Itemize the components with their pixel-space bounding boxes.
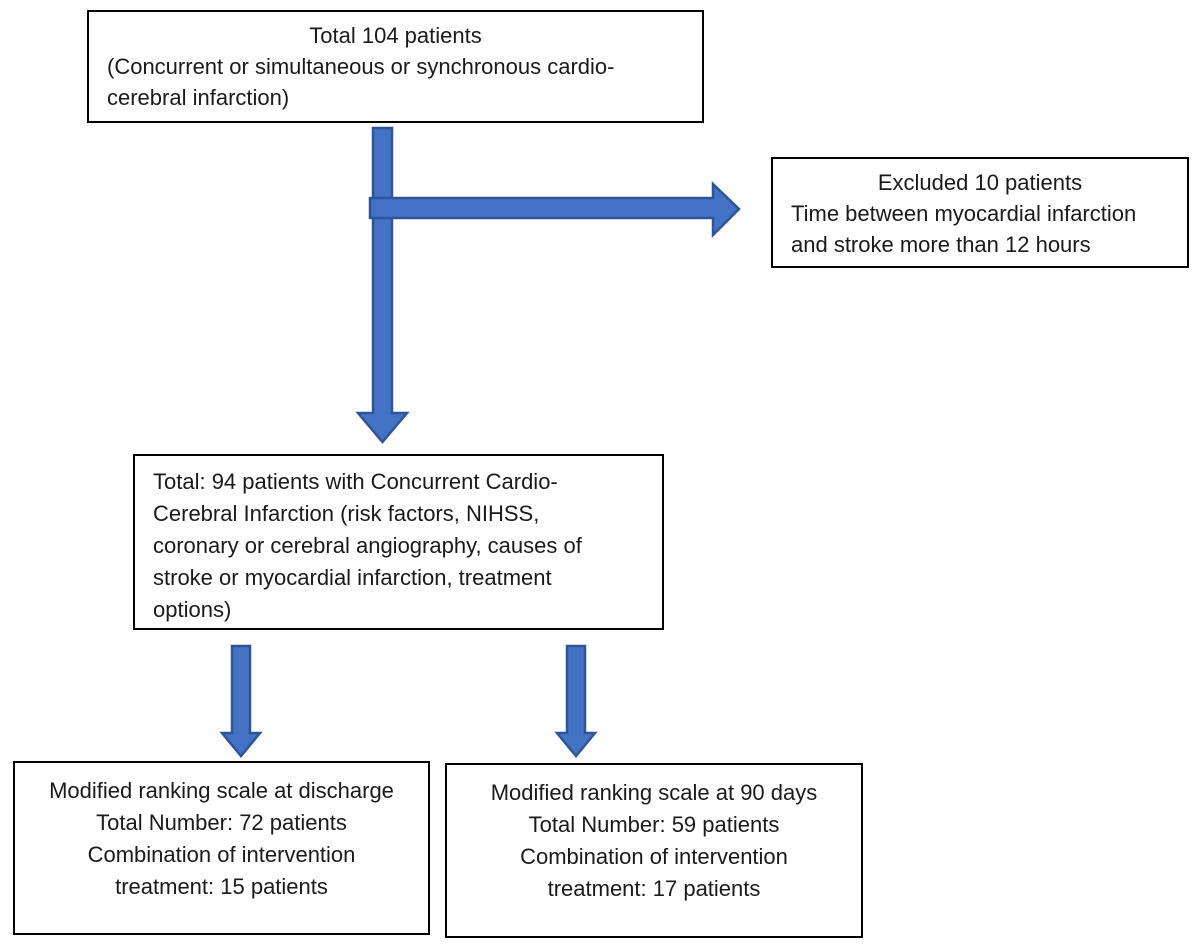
box-90days-line-1: Modified ranking scale at 90 days — [490, 780, 818, 805]
arrow-cohort-to-discharge — [219, 644, 263, 758]
box-excluded-patients: Excluded 10 patients Time between myocar… — [771, 157, 1189, 268]
box-total-line-2: (Concurrent or simultaneous or synchrono… — [107, 54, 615, 79]
box-excluded-line-1: Excluded 10 patients — [877, 170, 1083, 195]
arrow-to-excluded — [368, 181, 741, 239]
box-discharge-line-2: Total Number: 72 patients — [96, 810, 347, 835]
box-total-line-3: cerebral infarction) — [107, 85, 290, 110]
box-discharge-line-1: Modified ranking scale at discharge — [49, 778, 394, 803]
box-discharge-line-3: Combination of intervention — [87, 842, 356, 867]
box-outcome-discharge: Modified ranking scale at discharge Tota… — [13, 761, 430, 935]
box-excluded-line-3: and stroke more than 12 hours — [791, 232, 1091, 257]
box-total-patients: Total 104 patients (Concurrent or simult… — [87, 10, 704, 123]
box-discharge-line-4: treatment: 15 patients — [115, 874, 328, 899]
box-cohort-94-patients: Total: 94 patients with Concurrent Cardi… — [133, 454, 664, 630]
box-cohort-line-4: stroke or myocardial infarction, treatme… — [153, 565, 552, 590]
arrow-cohort-to-90days — [554, 644, 598, 758]
box-excluded-line-2: Time between myocardial infarction — [791, 201, 1137, 226]
box-cohort-line-2: Cerebral Infarction (risk factors, NIHSS… — [153, 501, 540, 526]
box-cohort-line-3: coronary or cerebral angiography, causes… — [153, 533, 582, 558]
box-total-line-1: Total 104 patients — [309, 23, 482, 48]
box-cohort-line-1: Total: 94 patients with Concurrent Cardi… — [153, 469, 558, 494]
arrow-total-to-cohort — [355, 126, 410, 444]
box-90days-line-2: Total Number: 59 patients — [528, 812, 780, 837]
box-90days-line-3: Combination of intervention — [520, 844, 788, 869]
box-90days-line-4: treatment: 17 patients — [547, 876, 761, 901]
box-outcome-90-days: Modified ranking scale at 90 days Total … — [445, 763, 863, 938]
box-cohort-line-5: options) — [153, 597, 232, 622]
